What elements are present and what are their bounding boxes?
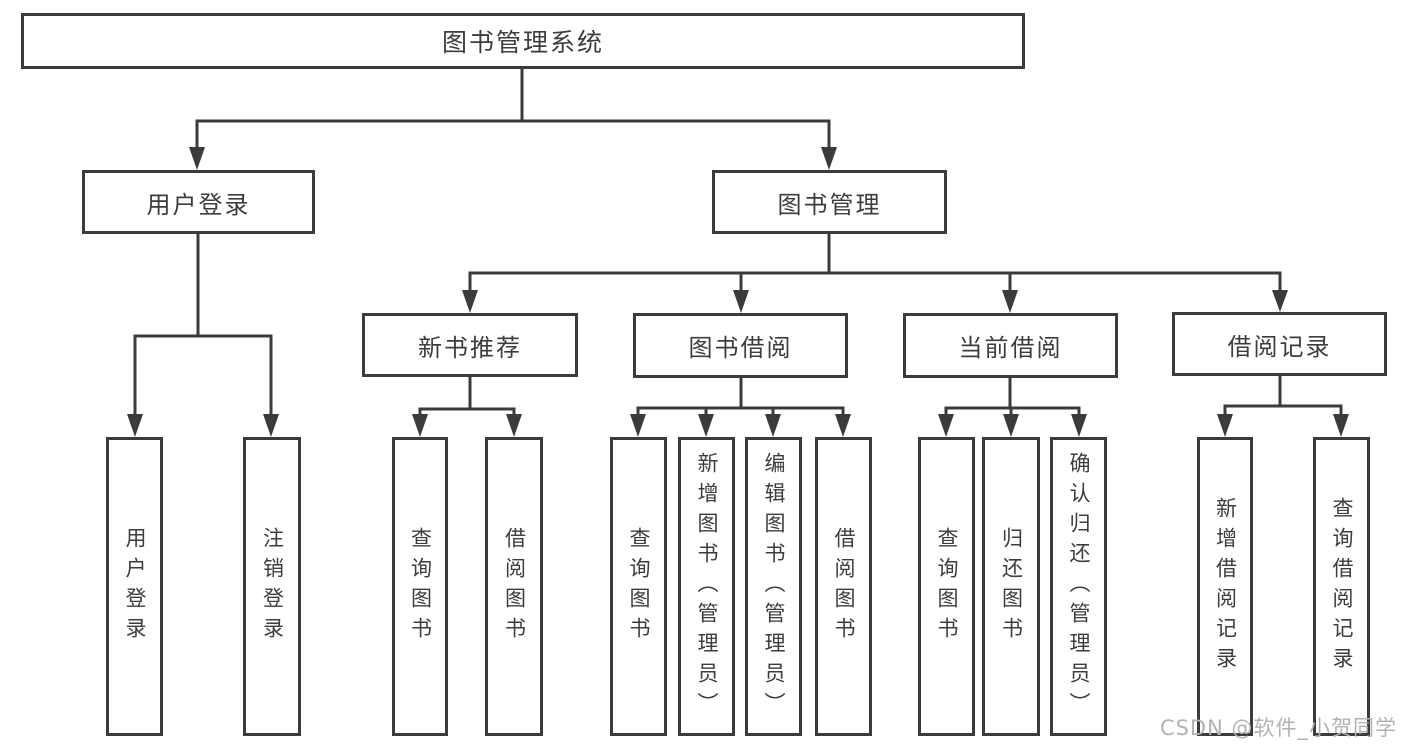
arrowhead (462, 290, 478, 313)
arrowhead (1272, 290, 1288, 312)
leaf-edit-books-admin: 编辑图书（管理员） (745, 437, 802, 736)
arrowhead (506, 414, 522, 437)
arrowhead (1333, 414, 1349, 437)
arrowhead (1003, 414, 1019, 437)
node-label: 查询图书 (408, 526, 433, 647)
node-label: 编辑图书（管理员） (762, 451, 786, 722)
node-label: 查询借阅记录 (1330, 496, 1354, 677)
leaf-query-books-recommend: 查询图书 (392, 437, 448, 736)
node-label: 借阅图书 (832, 526, 856, 647)
arrowhead (835, 414, 851, 437)
node-borrow-records: 借阅记录 (1172, 312, 1387, 376)
node-label: 借阅图书 (502, 526, 527, 647)
node-new-book-recommend: 新书推荐 (362, 313, 578, 377)
leaf-borrow-books-recommend: 借阅图书 (485, 437, 543, 736)
leaf-borrow-books: 借阅图书 (815, 437, 872, 736)
leaf-logout-login: 注销登录 (243, 437, 301, 736)
arrowhead (630, 414, 646, 437)
arrowhead (698, 414, 714, 437)
arrowhead (189, 147, 205, 170)
arrowhead (412, 414, 428, 437)
node-label: 新增借阅记录 (1213, 496, 1238, 677)
node-book-borrow: 图书借阅 (633, 313, 848, 378)
leaf-query-books-current: 查询图书 (918, 437, 975, 736)
node-label: 注销登录 (260, 526, 285, 647)
leaf-confirm-return-admin: 确认归还（管理员） (1050, 437, 1107, 736)
node-label: 查询图书 (935, 526, 959, 647)
arrowhead (1071, 414, 1087, 437)
leaf-query-borrow-record: 查询借阅记录 (1313, 437, 1370, 736)
arrowhead (821, 147, 837, 170)
node-label: 查询图书 (627, 526, 651, 647)
node-label: 确认归还（管理员） (1067, 451, 1091, 722)
node-library-management-system: 图书管理系统 (21, 13, 1025, 69)
node-user-login: 用户登录 (82, 170, 315, 234)
node-label: 用户登录 (123, 526, 147, 647)
arrowhead (938, 414, 954, 437)
arrowhead (733, 290, 749, 313)
leaf-query-books-borrow: 查询图书 (610, 437, 667, 736)
node-label: 当前借阅 (958, 334, 1063, 362)
node-label: 图书管理 (777, 190, 882, 219)
node-label: 新书推荐 (418, 333, 522, 362)
node-label: 用户登录 (146, 190, 251, 219)
node-label: 借阅记录 (1227, 332, 1332, 361)
arrowhead (1217, 414, 1233, 437)
leaf-add-borrow-record: 新增借阅记录 (1197, 437, 1253, 736)
node-label: 归还图书 (999, 526, 1024, 647)
node-label: 图书借阅 (688, 334, 793, 362)
node-label: 新增图书（管理员） (695, 451, 719, 722)
leaf-user-login: 用户登录 (106, 437, 163, 736)
arrowhead (765, 414, 781, 437)
node-current-borrow: 当前借阅 (903, 313, 1118, 378)
leaf-return-books: 归还图书 (982, 437, 1040, 736)
node-label: 图书管理系统 (441, 28, 604, 57)
arrowhead (127, 414, 143, 437)
watermark: CSDN @软件_小贺同学 (1159, 716, 1397, 740)
leaf-add-books-admin: 新增图书（管理员） (678, 437, 735, 736)
arrowhead (1002, 290, 1018, 313)
node-book-management: 图书管理 (712, 170, 947, 234)
arrowhead (263, 414, 279, 437)
